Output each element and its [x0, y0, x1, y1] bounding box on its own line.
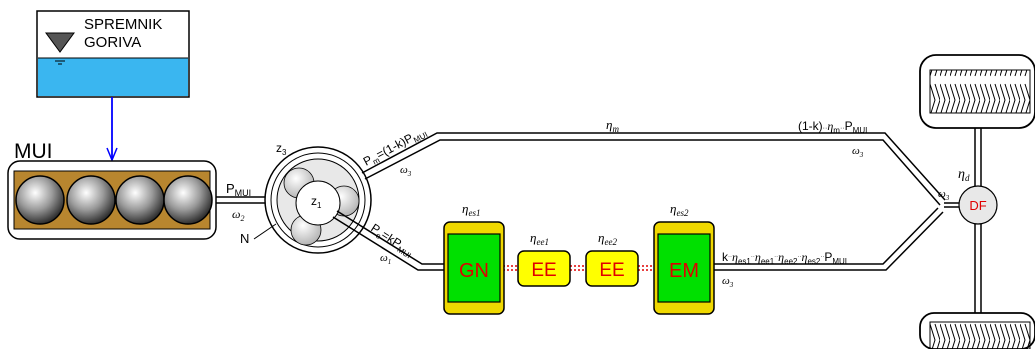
tank-label-line2: GORIVA	[84, 34, 141, 51]
wheel-top	[919, 54, 1035, 129]
fuel-pipe	[106, 97, 118, 162]
mech-output-label: (1-k)··ηm··PMUI	[798, 119, 867, 135]
engine-label: MUI	[14, 140, 53, 163]
gn-label: GN	[459, 260, 489, 282]
gn-eta-label: ηes1	[462, 201, 480, 218]
df-omega-label: ω3	[938, 188, 950, 202]
sun-gear	[295, 180, 341, 226]
z3-label: z3	[276, 141, 287, 157]
converter-ee1: EE ηee1	[517, 230, 571, 287]
cylinder-1	[15, 175, 65, 225]
fuel-tank: SPREMNIK GORIVA	[36, 10, 190, 98]
mech-omega-label: ω3	[400, 164, 412, 178]
n-label: N	[240, 231, 249, 246]
cylinder-2	[66, 175, 116, 225]
fuel-level-triangle-icon	[45, 32, 75, 53]
df-eta-label: ηd	[958, 167, 970, 183]
wheel-bottom	[919, 312, 1035, 349]
mechanical-branch: Pm=(1-k)PMUI ω3 ηm (1-k)··ηm··PMUI ω3	[361, 117, 946, 206]
ee2-eta-label: ηee2	[598, 230, 617, 247]
ee1-eta-label: ηee1	[530, 230, 549, 247]
converter-ee2: EE ηee2	[585, 230, 639, 287]
input-omega-label: ω2	[232, 207, 244, 223]
em-eta-label: ηes2	[670, 201, 689, 218]
mech-output-omega: ω3	[852, 145, 864, 159]
z1-label: z1	[311, 194, 322, 210]
cylinder-3	[115, 175, 165, 225]
elec-output-label: k··ηes1··ηee1··ηee2··ηes2··PMUI	[722, 250, 847, 266]
elec-omega-label: ω1	[380, 252, 391, 266]
motor-em: EM ηes2	[653, 201, 715, 315]
electric-wires	[503, 265, 654, 271]
em-label: EM	[669, 260, 699, 282]
cylinder-4	[163, 175, 213, 225]
elec-output-omega: ω3	[722, 275, 734, 289]
tank-label-line1: SPREMNIK	[84, 16, 162, 33]
input-power-label: PMUI	[226, 181, 251, 198]
df-label: DF	[969, 198, 986, 213]
mech-eta-label: ηm	[606, 117, 619, 134]
differential-assembly: ω3 DF ηd	[938, 128, 998, 313]
electrical-branch: Pe=kPMUI ω1 GN ηes1 EE η	[332, 201, 944, 315]
engine-mui: MUI	[7, 140, 217, 240]
ee2-label: EE	[599, 260, 624, 281]
generator-gn: GN ηes1	[443, 201, 505, 315]
differential-df	[958, 185, 998, 225]
ee1-label: EE	[531, 260, 556, 281]
